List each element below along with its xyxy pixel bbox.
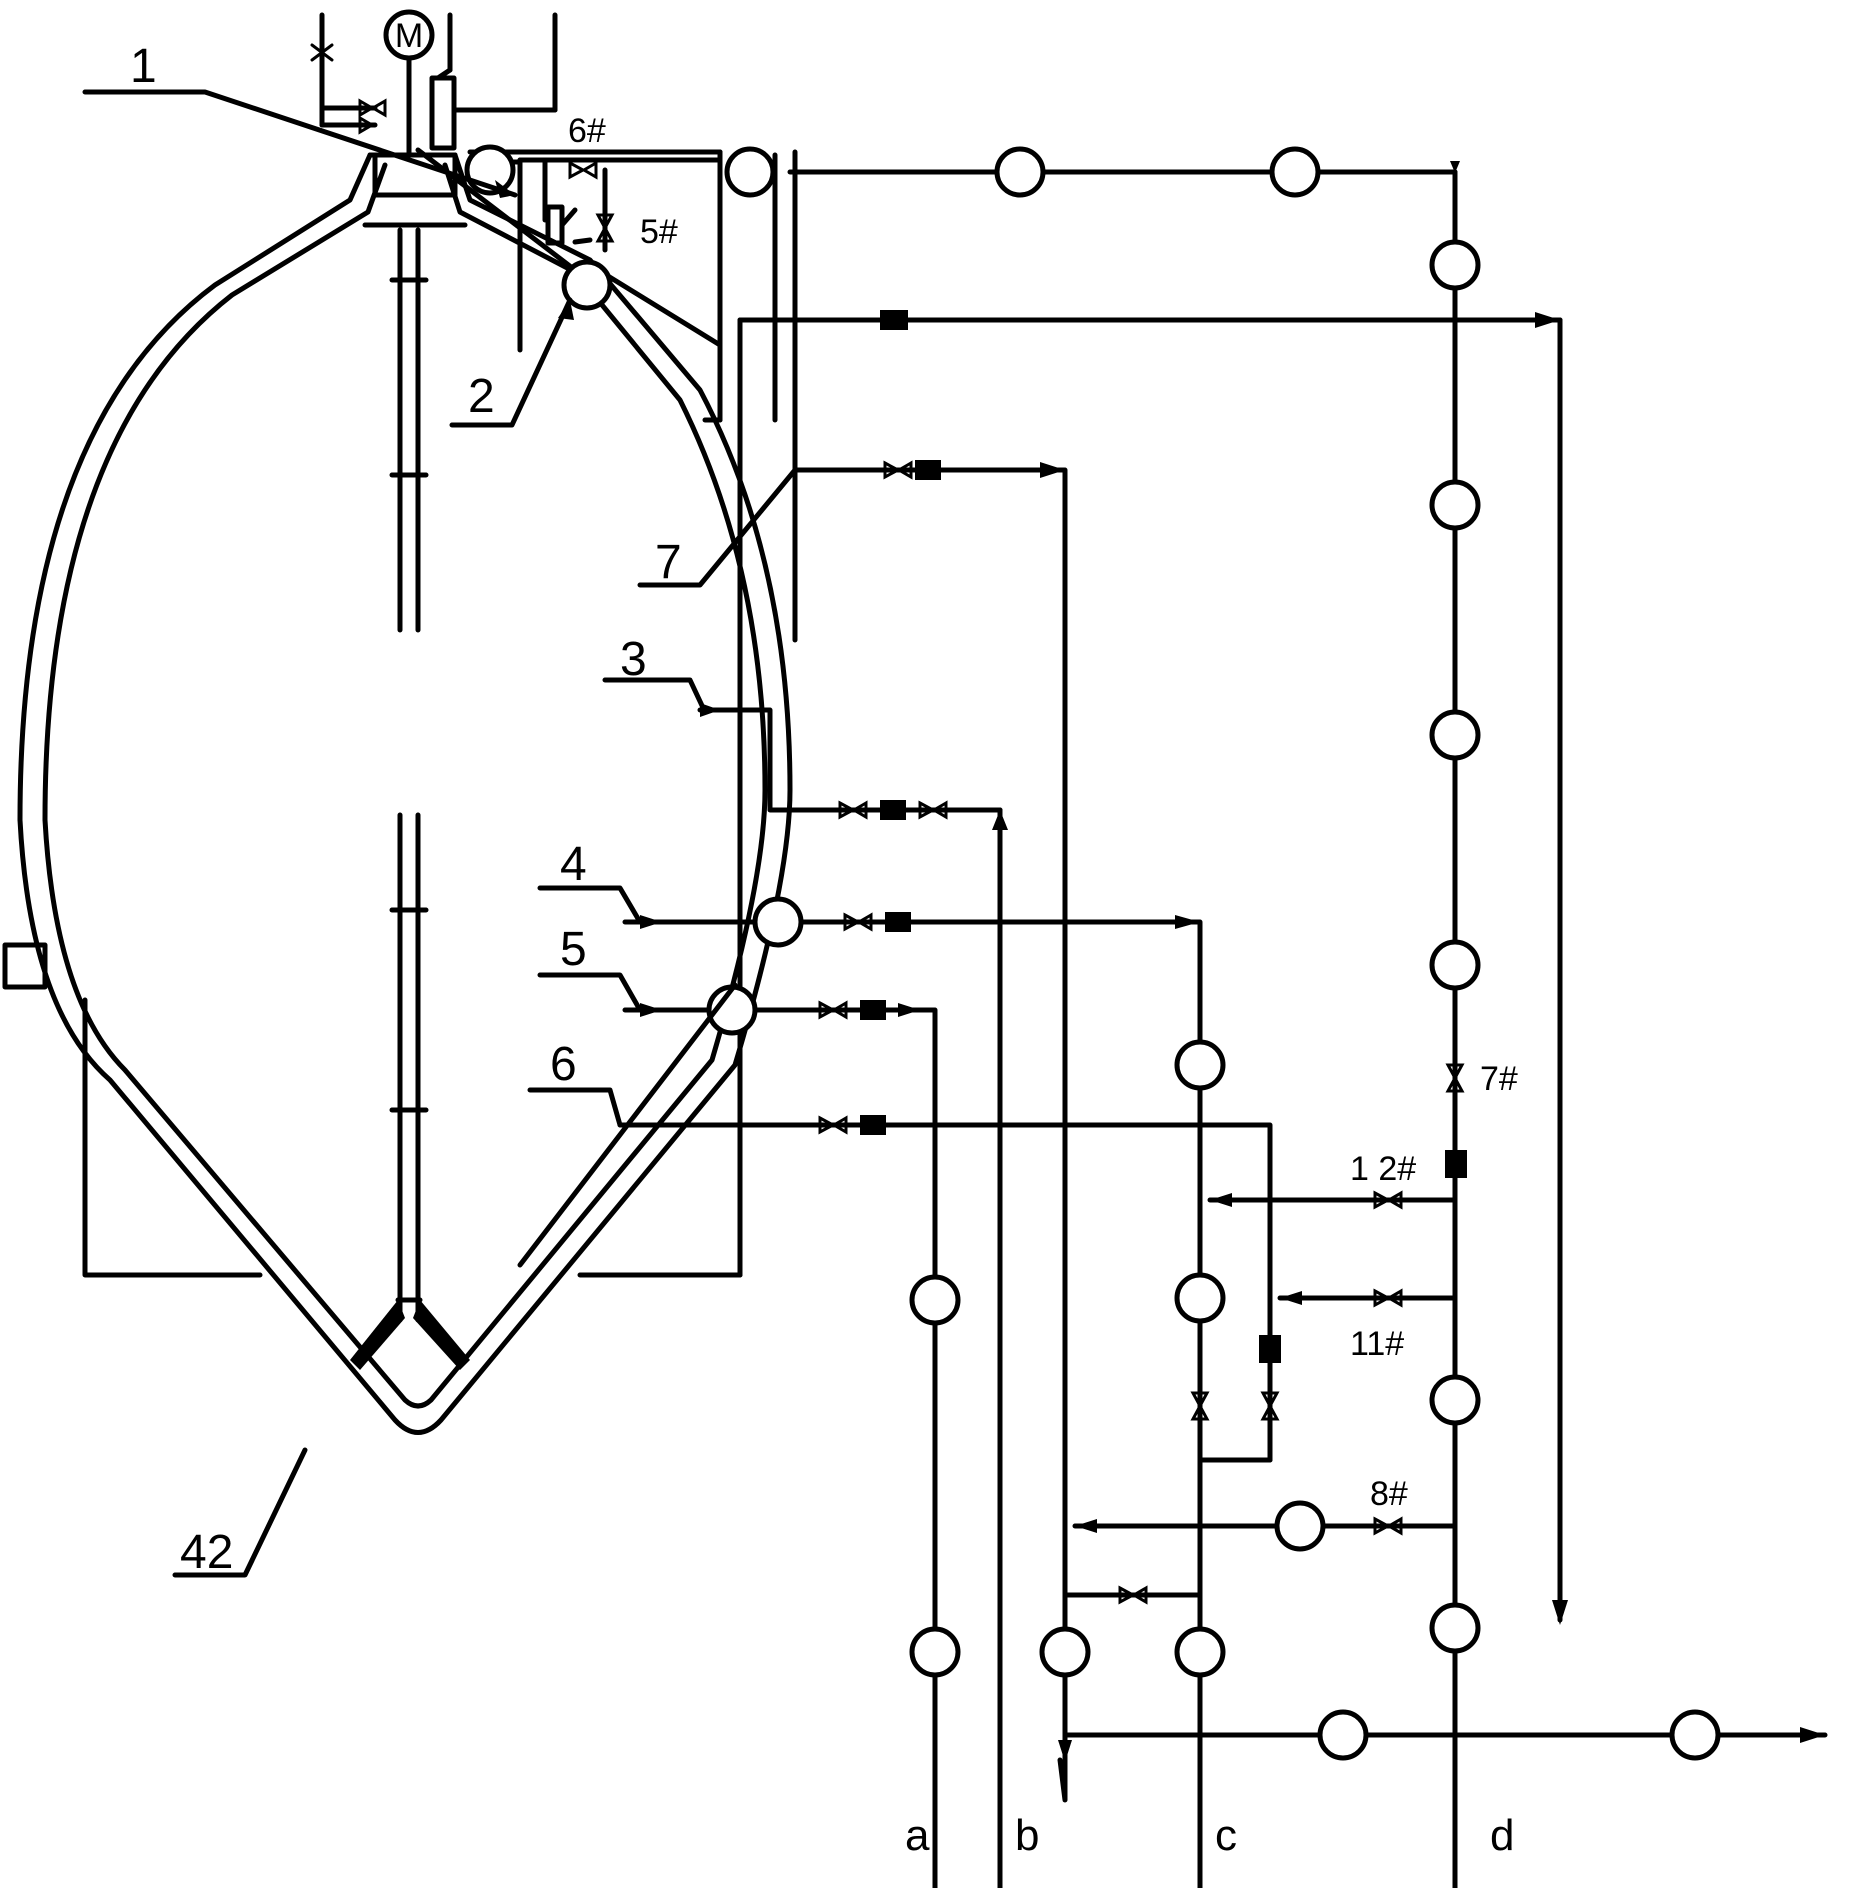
instrument-circle — [1429, 709, 1481, 761]
instrument-circle — [1429, 239, 1481, 291]
agitator-shaft — [389, 222, 429, 1323]
svg-text:M: M — [395, 17, 423, 55]
instrument-circle — [1039, 1626, 1091, 1678]
instrument-circle — [1274, 1500, 1326, 1552]
line-6 — [617, 1115, 1273, 1463]
instrument-circle — [1429, 1374, 1481, 1426]
valve-11-icon — [1373, 1288, 1403, 1308]
label-part-7: 7 — [655, 536, 682, 589]
label-line-c: c — [1215, 1811, 1237, 1860]
label-line-a: a — [905, 1811, 930, 1860]
instrument-circle — [724, 146, 776, 198]
label-line-d: d — [1490, 1811, 1514, 1860]
valve-top-icon — [310, 43, 334, 62]
leader-lines — [82, 89, 798, 1578]
reactor-vessel — [17, 152, 793, 1435]
motor: M — [383, 9, 435, 158]
internal-lines — [415, 147, 593, 353]
instrument-circle — [1429, 479, 1481, 531]
instrument-circle — [994, 146, 1046, 198]
flowmeter-icon — [880, 310, 908, 330]
side-column — [587, 149, 1568, 1625]
instrument-circle — [1269, 146, 1321, 198]
part-labels: 1 2 3 4 5 6 7 42 — [130, 40, 682, 1579]
line-7 — [792, 460, 1072, 1803]
valve-8-icon — [1373, 1516, 1403, 1536]
label-part-2: 2 — [468, 370, 495, 423]
line-3 — [697, 703, 1008, 1888]
line-4 — [622, 912, 1203, 1888]
label-valve-12: 1 2# — [1350, 1150, 1416, 1188]
label-valve-6: 6# — [568, 112, 606, 150]
line-c-bypass — [1190, 1335, 1281, 1463]
label-part-4: 4 — [560, 838, 587, 891]
label-line-b: b — [1015, 1811, 1039, 1860]
anchor-stirrer — [350, 1297, 470, 1370]
instrument-circle — [752, 896, 804, 948]
instrument-circle — [1429, 1602, 1481, 1654]
side-nozzle — [2, 942, 48, 990]
top-piping — [310, 12, 558, 151]
instrument-circle — [561, 259, 613, 311]
instruments — [464, 144, 1721, 1761]
label-part-5: 5 — [560, 923, 587, 976]
instrument-circle — [1669, 1709, 1721, 1761]
top-header — [467, 149, 1460, 1888]
valve-labels: 6# 5# 7# 1 2# 11# 8# — [568, 112, 1518, 1513]
valve-12-icon — [1373, 1190, 1403, 1210]
top-nozzle — [362, 152, 468, 228]
instrument-circle — [909, 1626, 961, 1678]
label-part-1: 1 — [130, 40, 157, 93]
label-valve-8: 8# — [1370, 1475, 1408, 1513]
label-valve-5: 5# — [640, 213, 678, 251]
label-part-3: 3 — [620, 633, 647, 686]
valve-6-icon — [568, 160, 598, 180]
line-5 — [622, 1000, 938, 1888]
label-valve-7: 7# — [1480, 1060, 1518, 1098]
instrument-circle — [1174, 1626, 1226, 1678]
valve-5-icon — [595, 213, 615, 243]
valve-7-icon — [1445, 1063, 1465, 1093]
instrument-circle — [909, 1274, 961, 1326]
instrument-circle — [1174, 1039, 1226, 1091]
line-d-branches — [1062, 1063, 1467, 1605]
label-valve-11: 11# — [1350, 1325, 1404, 1363]
instrument-circle — [1429, 939, 1481, 991]
instrument-circle — [1317, 1709, 1369, 1761]
label-part-6: 6 — [550, 1038, 577, 1091]
label-part-42: 42 — [180, 1526, 233, 1579]
instrument-circle — [1174, 1272, 1226, 1324]
line-labels: a b c d — [905, 1811, 1514, 1860]
